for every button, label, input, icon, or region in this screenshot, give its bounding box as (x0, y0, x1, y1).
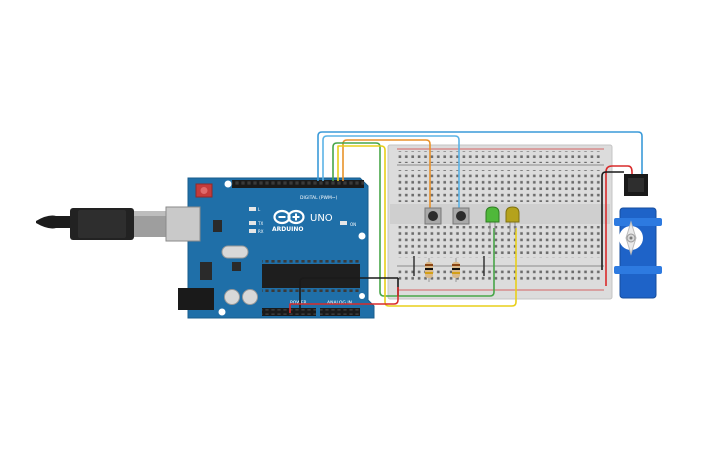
usb-b-port (165, 206, 201, 242)
led-yellow[interactable] (505, 206, 520, 232)
jumper-links (413, 256, 485, 276)
wire-red-5v[interactable] (289, 287, 399, 313)
l-label: L (258, 207, 261, 212)
wire-black-ground[interactable] (299, 277, 398, 308)
voltage-regulator (200, 262, 212, 280)
pushbutton-2[interactable] (452, 207, 470, 225)
wires (289, 131, 643, 313)
rx-label: RX (258, 229, 264, 234)
wire-blue-servo[interactable] (317, 131, 643, 181)
breadboard[interactable] (387, 144, 613, 300)
resistor-2[interactable] (452, 258, 460, 282)
analog-label: ANALOG IN (327, 300, 352, 306)
capacitor-2 (242, 289, 258, 305)
atmega-chip (262, 264, 360, 288)
led-green[interactable] (485, 206, 500, 232)
wire-green-led[interactable] (332, 142, 495, 297)
wire-blue-button[interactable] (322, 135, 460, 212)
board-brand: ARDUINO (272, 226, 303, 233)
arduino-logo (273, 209, 305, 225)
wire-red-servo[interactable] (605, 165, 633, 286)
digital-label: DIGITAL (PWM~) (300, 195, 338, 201)
crystal-oscillator (221, 245, 249, 259)
dc-power-jack[interactable] (178, 288, 214, 310)
servo-motor[interactable] (614, 174, 662, 299)
on-label: ON (350, 222, 356, 227)
capacitor-1 (224, 289, 240, 305)
wire-black-servo[interactable] (601, 171, 624, 270)
pushbutton-1[interactable] (424, 207, 442, 225)
power-label: POWER (290, 300, 307, 306)
tx-label: TX (257, 221, 263, 226)
resistor-1[interactable] (425, 258, 433, 282)
usb-cable[interactable] (36, 208, 166, 240)
arduino-uno-board[interactable]: ARDUINO UNO DIGITAL (PWM~) ANALOG IN POW… (165, 177, 375, 319)
board-model: UNO (310, 213, 333, 224)
